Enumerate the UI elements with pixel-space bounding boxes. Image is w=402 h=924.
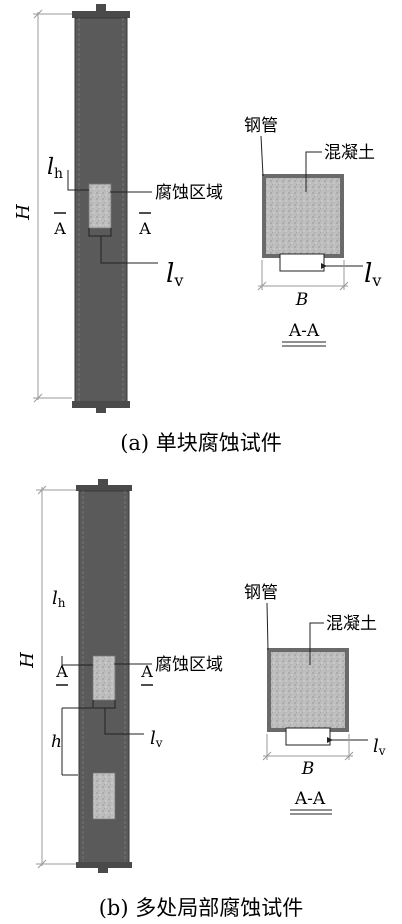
steel-tube-leader-b — [266, 602, 269, 651]
section-mark-right-b: A — [140, 662, 153, 681]
lv-bracket-b — [92, 700, 116, 709]
h-label-b: H — [17, 652, 38, 669]
steel-tube-leader-a — [260, 135, 264, 177]
panel-b: H lh lv h A A — [17, 479, 386, 920]
section-title-b: A-A — [294, 789, 326, 809]
lv-leader-b — [104, 708, 144, 735]
column-a — [72, 4, 130, 413]
corrosion-zone-label-a: 腐蚀区域 — [155, 183, 223, 203]
concrete-label-b: 混凝土 — [326, 614, 377, 634]
concrete-leader-a — [305, 151, 322, 192]
cross-section-b — [267, 648, 349, 746]
lh-leader-b — [61, 656, 93, 666]
corrosion-region-a — [88, 183, 112, 229]
caption-b: (b) 多处局部腐蚀试件 — [99, 896, 304, 920]
corrosion-region-b-2 — [92, 772, 116, 820]
lh-label-b: lh — [52, 588, 66, 610]
section-mark-left-a: A — [53, 219, 66, 238]
lv-bracket-a — [88, 228, 112, 237]
h-label-a: H — [13, 204, 34, 221]
concrete-leader-b — [309, 622, 324, 665]
cross-section-a — [262, 174, 344, 272]
h-spacing-label-b: h — [51, 732, 62, 752]
section-lv-label-a: lv — [364, 259, 381, 290]
lv-label-b: lv — [150, 728, 163, 750]
concrete-label-a: 混凝土 — [324, 143, 375, 163]
b-label-a: B — [295, 290, 309, 310]
b-dimension-a — [257, 260, 349, 291]
h-dimension-a — [33, 9, 72, 403]
section-title-a: A-A — [288, 321, 320, 341]
steel-tube-label-b: 钢管 — [244, 583, 278, 603]
lv-leader-a — [100, 236, 158, 264]
section-mark-left-b: A — [55, 662, 68, 681]
h-spacing-bracket-b — [61, 707, 92, 776]
steel-tube-label-a: 钢管 — [244, 116, 278, 136]
lh-leader-a — [67, 170, 89, 191]
corrosion-zone-label-b: 腐蚀区域 — [155, 655, 223, 675]
panel-a: H lh lv A A 腐蚀区域 — [13, 4, 381, 455]
caption-a: (a) 单块腐蚀试件 — [120, 431, 282, 455]
corrosion-region-b-1 — [92, 655, 116, 701]
h-dimension-b — [36, 485, 76, 869]
section-lv-label-b: lv — [373, 736, 386, 758]
b-dimension-b — [262, 734, 354, 761]
lh-label-a: lh — [47, 155, 63, 182]
lv-label-a: lv — [166, 259, 183, 290]
b-label-b: B — [301, 759, 315, 779]
section-mark-right-a: A — [138, 219, 151, 238]
